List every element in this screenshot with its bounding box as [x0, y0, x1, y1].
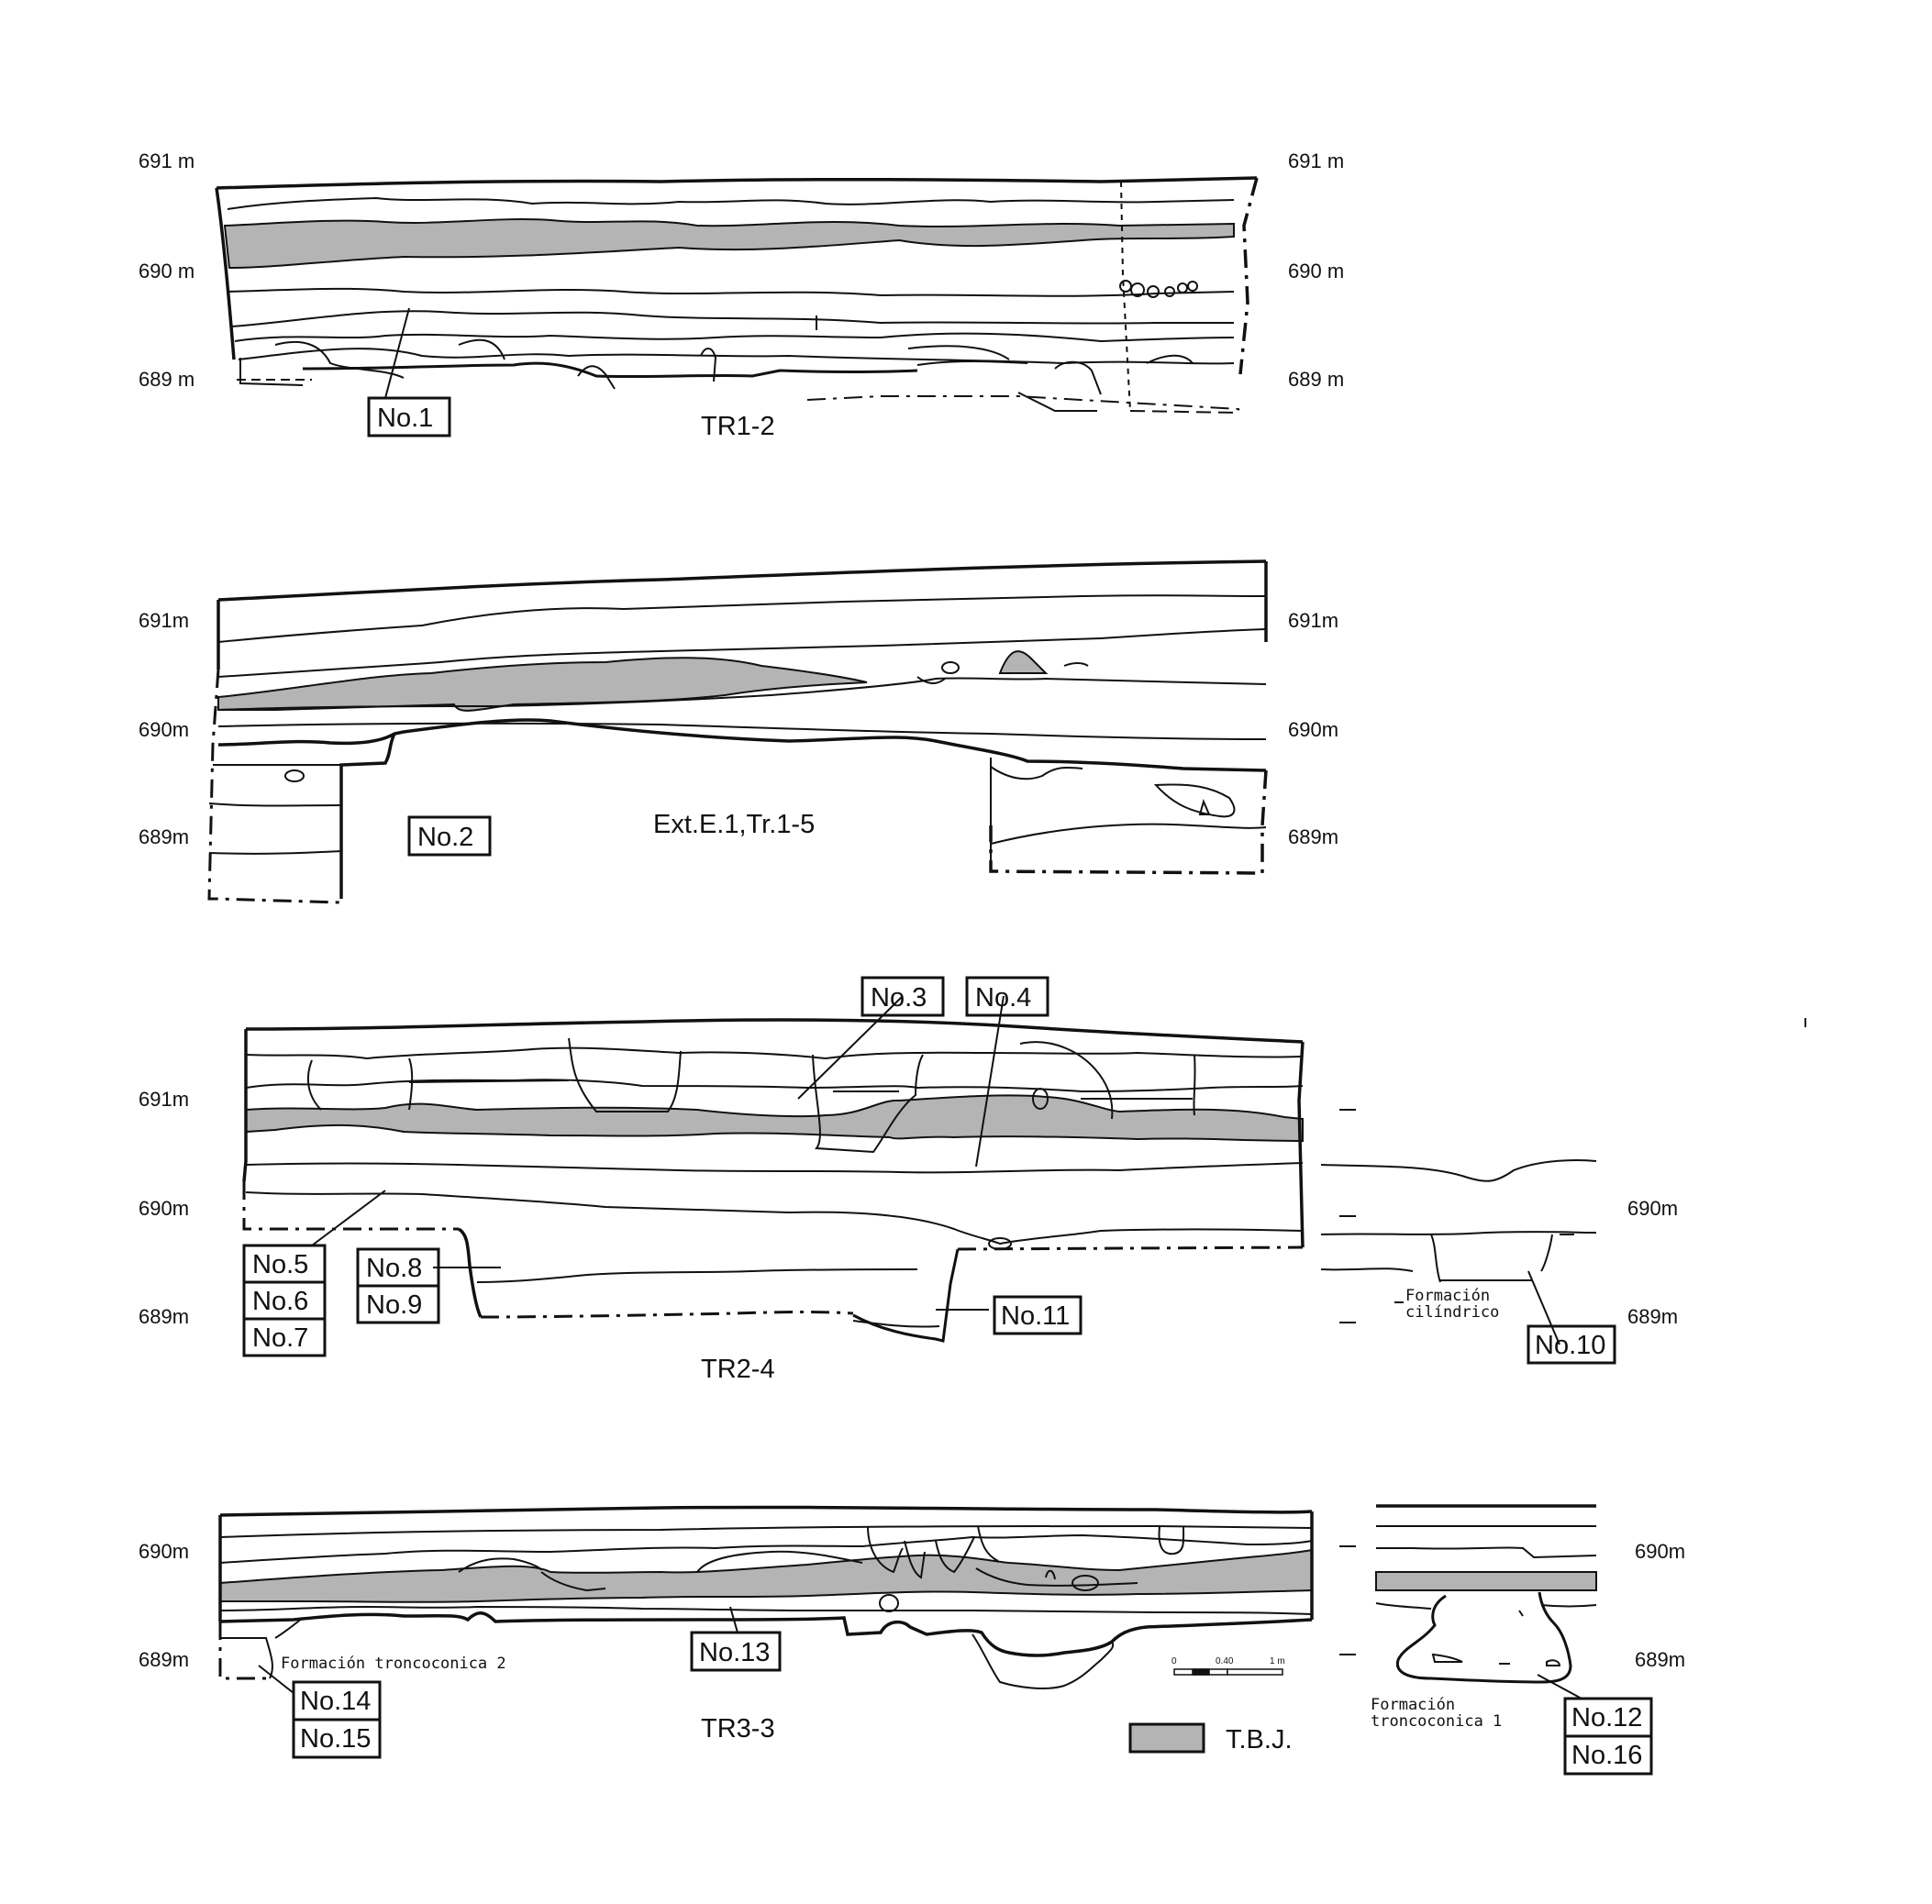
sample-label-no3: No.3 [871, 983, 927, 1013]
sample-label-no16: No.16 [1571, 1741, 1642, 1770]
sample-label-no5: No.5 [252, 1250, 308, 1279]
section-title-tr1-2: TR1-2 [701, 412, 775, 441]
elev-label-tr1-2-right-689: 689 m [1288, 368, 1344, 391]
elev-label-ext-right-691: 691m [1288, 609, 1338, 632]
section-ext-e1-tr1-5 [207, 559, 1268, 904]
sample-label-no12: No.12 [1571, 1703, 1642, 1732]
tbj-layer [219, 1548, 1313, 1603]
section-tr2-4 [242, 995, 1806, 1345]
sample-label-no14: No.14 [300, 1687, 371, 1716]
note-troncoconica-1-a: Formación [1371, 1696, 1455, 1714]
sample-label-no13: No.13 [699, 1638, 770, 1667]
note-troncoconica-2: Formación troncoconica 2 [281, 1655, 506, 1673]
scale-tick-1m: 1 m [1270, 1656, 1285, 1666]
scale-tick-0: 0 [1171, 1656, 1177, 1666]
legend-label-tbj: T.B.J. [1226, 1725, 1293, 1755]
sample-label-no1: No.1 [377, 404, 433, 433]
elev-label-tr3-3-left-690: 690m [139, 1540, 189, 1563]
elev-label-tr1-2-right-690: 690 m [1288, 260, 1344, 282]
elev-label-ext-right-690: 690m [1288, 718, 1338, 741]
sample-labels [242, 396, 1653, 1776]
legend: T.B.J. [1128, 1722, 1293, 1755]
sample-label-no15: No.15 [300, 1724, 371, 1754]
elev-label-ext-right-689: 689m [1288, 825, 1338, 848]
elev-label-tr2-4-left-689: 689m [139, 1305, 189, 1328]
section-tr3-3 [218, 1504, 1597, 1699]
elev-label-tr1-2-left-690: 690 m [139, 260, 194, 282]
sample-label-no10: No.10 [1535, 1331, 1605, 1360]
section-title-tr3-3: TR3-3 [701, 1714, 775, 1743]
elev-label-ext-left-690: 690m [139, 718, 189, 741]
section-titles: TR1-2 Ext.E.1,Tr.1-5 TR2-4 TR3-3 [653, 412, 815, 1743]
elev-label-ext-left-691: 691m [139, 609, 189, 632]
feature-notes: Formación cilíndrico Formación troncocon… [281, 1287, 1502, 1731]
elev-label-tr3-3-right-690: 690m [1635, 1540, 1685, 1563]
note-formacion-cilindrico-1: Formación [1405, 1287, 1490, 1305]
note-formacion-cilindrico-2: cilíndrico [1405, 1303, 1499, 1322]
section-title-tr2-4: TR2-4 [701, 1355, 775, 1384]
legend-swatch-tbj [1128, 1722, 1205, 1754]
scale-tick-040: 0.40 [1216, 1656, 1234, 1666]
elev-label-tr1-2-right-691: 691 m [1288, 149, 1344, 172]
tbj-layer [217, 657, 868, 712]
sample-label-no4: No.4 [975, 983, 1031, 1013]
elev-label-tr2-4-left-691: 691m [139, 1088, 189, 1111]
tbj-layer [223, 218, 1235, 270]
elev-label-tr1-2-left-691: 691 m [139, 149, 194, 172]
note-troncoconica-1-b: troncoconica 1 [1371, 1712, 1502, 1731]
elev-label-tr2-4-right-690: 690m [1627, 1197, 1678, 1220]
elev-label-tr2-4-left-690: 690m [139, 1197, 189, 1220]
elevation-labels: 691 m 690 m 689 m 691 m 690 m 689 m 691m… [139, 149, 1685, 1671]
elev-label-tr3-3-right-689: 689m [1635, 1648, 1685, 1671]
sample-label-no9: No.9 [366, 1290, 422, 1320]
sample-label-texts: No.1 No.2 No.3 No.4 No.5 No.6 No.7 No.8 … [252, 404, 1642, 1770]
elev-label-tr1-2-left-689: 689 m [139, 368, 194, 391]
tbj-layer [245, 1094, 1304, 1143]
section-title-ext-e1: Ext.E.1,Tr.1-5 [653, 810, 815, 839]
elev-label-tr3-3-left-689: 689m [139, 1648, 189, 1671]
elev-label-tr2-4-right-689: 689m [1627, 1305, 1678, 1328]
scale-bar: 0 0.40 1 m [1171, 1656, 1285, 1676]
sample-label-no11: No.11 [1001, 1301, 1070, 1331]
elev-label-ext-left-689: 689m [139, 825, 189, 848]
section-tr1-2 [215, 176, 1259, 415]
sample-label-no6: No.6 [252, 1287, 308, 1316]
sample-label-no8: No.8 [366, 1254, 422, 1283]
sample-label-no2: No.2 [417, 823, 473, 852]
sample-label-no7: No.7 [252, 1323, 308, 1353]
